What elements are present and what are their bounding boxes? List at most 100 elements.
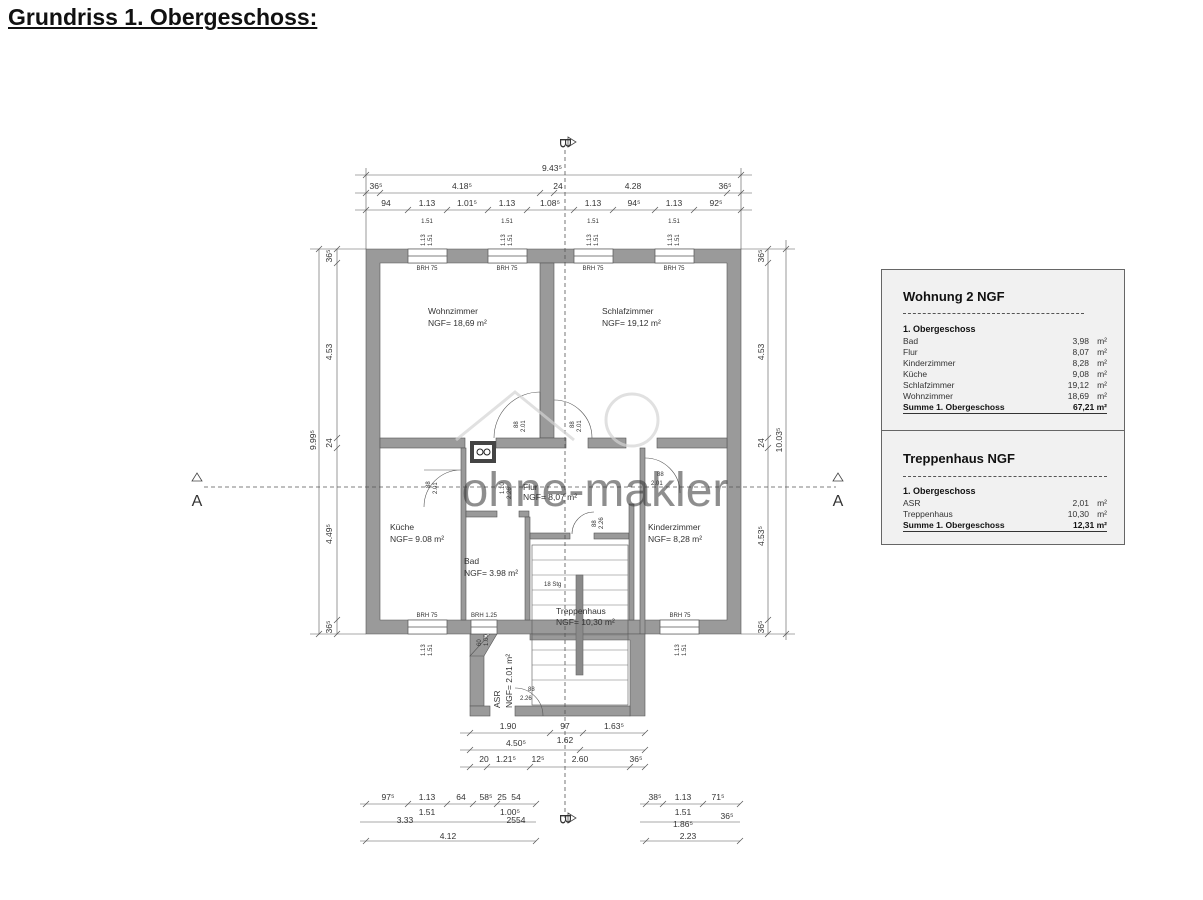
door-dim: 2.01 xyxy=(521,420,527,432)
area-unit: m² xyxy=(1097,347,1107,357)
area-name: Treppenhaus xyxy=(903,509,953,519)
area-value: 8,28 xyxy=(1072,358,1089,368)
room-name-bad: Bad xyxy=(464,556,479,566)
stair-steps-label: 18 Stg xyxy=(544,582,561,588)
floor-heading: 1. Obergeschoss xyxy=(903,324,976,334)
chimney xyxy=(470,441,496,463)
dim-label: 94 xyxy=(381,198,391,208)
door-dim: 1.10 xyxy=(500,482,506,494)
dim-label: 1.00⁵ xyxy=(500,807,520,817)
dim-label: 94⁵ xyxy=(628,198,641,208)
doors xyxy=(423,391,681,717)
dim-label: 36⁵ xyxy=(324,621,334,634)
staircase xyxy=(531,544,629,706)
dim-label: 4.50⁵ xyxy=(506,738,526,748)
dim-label: 4.49⁵ xyxy=(324,524,334,544)
dim-label: 36⁵ xyxy=(370,181,383,191)
dim-overall-left: 9.99⁵ xyxy=(308,430,318,450)
wohnung-ngf-title: Wohnung 2 NGF xyxy=(903,289,1005,304)
dim-window: 1.51 xyxy=(501,219,513,225)
area-name: ASR xyxy=(903,498,921,508)
door-dim: 2.26 xyxy=(599,517,605,529)
room-name-wohnzimmer: Wohnzimmer xyxy=(428,306,478,316)
room-name-kinderzimmer: Kinderzimmer xyxy=(648,522,701,532)
area-total-label: Summe 1. Obergeschoss xyxy=(903,402,1005,412)
brh-label: BRH 75 xyxy=(496,266,518,272)
dim-label: 36⁵ xyxy=(756,250,766,263)
dim-window: 1.51 xyxy=(675,234,681,246)
dimension-labels-top: 9.43⁵ 36⁵ 4.18⁵ 24 4.28 36⁵ 94 1.13 1.01… xyxy=(370,163,732,246)
walls xyxy=(365,248,742,717)
room-ngf-kueche: NGF= 9.08 m² xyxy=(390,534,444,544)
door-dim: 88 xyxy=(657,472,664,478)
area-unit: m² xyxy=(1097,336,1107,346)
dim-label: 1.01⁵ xyxy=(457,198,477,208)
dim-window: 1.51 xyxy=(508,234,514,246)
room-name-kueche: Küche xyxy=(390,522,414,532)
dim-label: 1.13 xyxy=(419,198,436,208)
dim-window: 1.13 xyxy=(675,644,681,656)
dim-label: 24 xyxy=(756,438,766,448)
brh-label: BRH 1.25 xyxy=(471,613,498,619)
divider xyxy=(903,476,1107,477)
area-value: 3,98 xyxy=(1072,336,1089,346)
door-dim: 60 xyxy=(477,639,483,646)
room-ngf-asr: NGF= 2.01 m² xyxy=(504,654,514,708)
room-name-flur: Flur xyxy=(523,482,538,492)
dim-label: 4.28 xyxy=(625,181,642,191)
dim-window: 1.13 xyxy=(587,234,593,246)
door-dim: 2.26 xyxy=(520,696,532,702)
dim-label: 1.51 xyxy=(675,807,692,817)
dim-label: 1.62 xyxy=(557,735,574,745)
treppenhaus-ngf-title: Treppenhaus NGF xyxy=(903,451,1015,466)
door-dim: 2.01 xyxy=(433,482,439,494)
dim-label: 1.13 xyxy=(666,198,683,208)
dim-window: 1.13 xyxy=(421,234,427,246)
section-markers xyxy=(191,136,844,824)
room-name-asr: ASR xyxy=(492,691,502,708)
dim-label: 4.12 xyxy=(440,831,457,841)
dim-window: 1.51 xyxy=(428,644,434,656)
dim-label: 20 xyxy=(479,754,489,764)
dim-overall-right: 10.03⁵ xyxy=(774,428,784,453)
dim-label: 1.08⁵ xyxy=(540,198,560,208)
dim-window: 1.51 xyxy=(682,644,688,656)
dim-label: 4.18⁵ xyxy=(452,181,472,191)
area-name: Kinderzimmer xyxy=(903,358,956,368)
door-dimensions: 88 2.01 88 2.01 88 2.01 1.10 2.26 88 2.2… xyxy=(426,420,664,702)
dim-label: 36⁵ xyxy=(756,621,766,634)
dimension-labels-bottom: 1.90 97 1.63⁵ 4.50⁵ 1.62 20 1.21⁵ 12⁵ 2.… xyxy=(382,721,734,841)
dim-window: 1.13 xyxy=(501,234,507,246)
area-name: Bad xyxy=(903,336,919,346)
dim-label: 1.51 xyxy=(419,807,436,817)
dim-label: 2.60 xyxy=(572,754,589,764)
room-labels: Wohnzimmer NGF= 18,69 m² Schlafzimmer NG… xyxy=(390,306,702,708)
dimension-labels-sides: 9.99⁵ 36⁵ 4.53 24 4.49⁵ 36⁵ 10.03⁵ 36⁵ 4… xyxy=(308,250,784,656)
door-dim: 88 xyxy=(528,687,535,693)
dim-label: 58⁵ xyxy=(480,792,493,802)
door-dim: 2.01 xyxy=(651,481,663,487)
dim-label: 24 xyxy=(553,181,563,191)
dim-label: 1.21⁵ xyxy=(496,754,516,764)
dim-window: 1.13 xyxy=(668,234,674,246)
dim-label: 36⁵ xyxy=(324,250,334,263)
dim-label: 97⁵ xyxy=(382,792,395,802)
area-value: 9,08 xyxy=(1072,369,1089,379)
area-value: 8,07 xyxy=(1072,347,1089,357)
dim-label: 1.13 xyxy=(419,792,436,802)
watermark-text: ohne-makler xyxy=(462,464,729,517)
watermark-logo xyxy=(455,390,660,448)
door-dim: 1.00 xyxy=(484,634,490,646)
area-name: Schlafzimmer xyxy=(903,380,955,390)
dim-label: 1.63⁵ xyxy=(604,721,624,731)
divider xyxy=(903,313,1084,314)
